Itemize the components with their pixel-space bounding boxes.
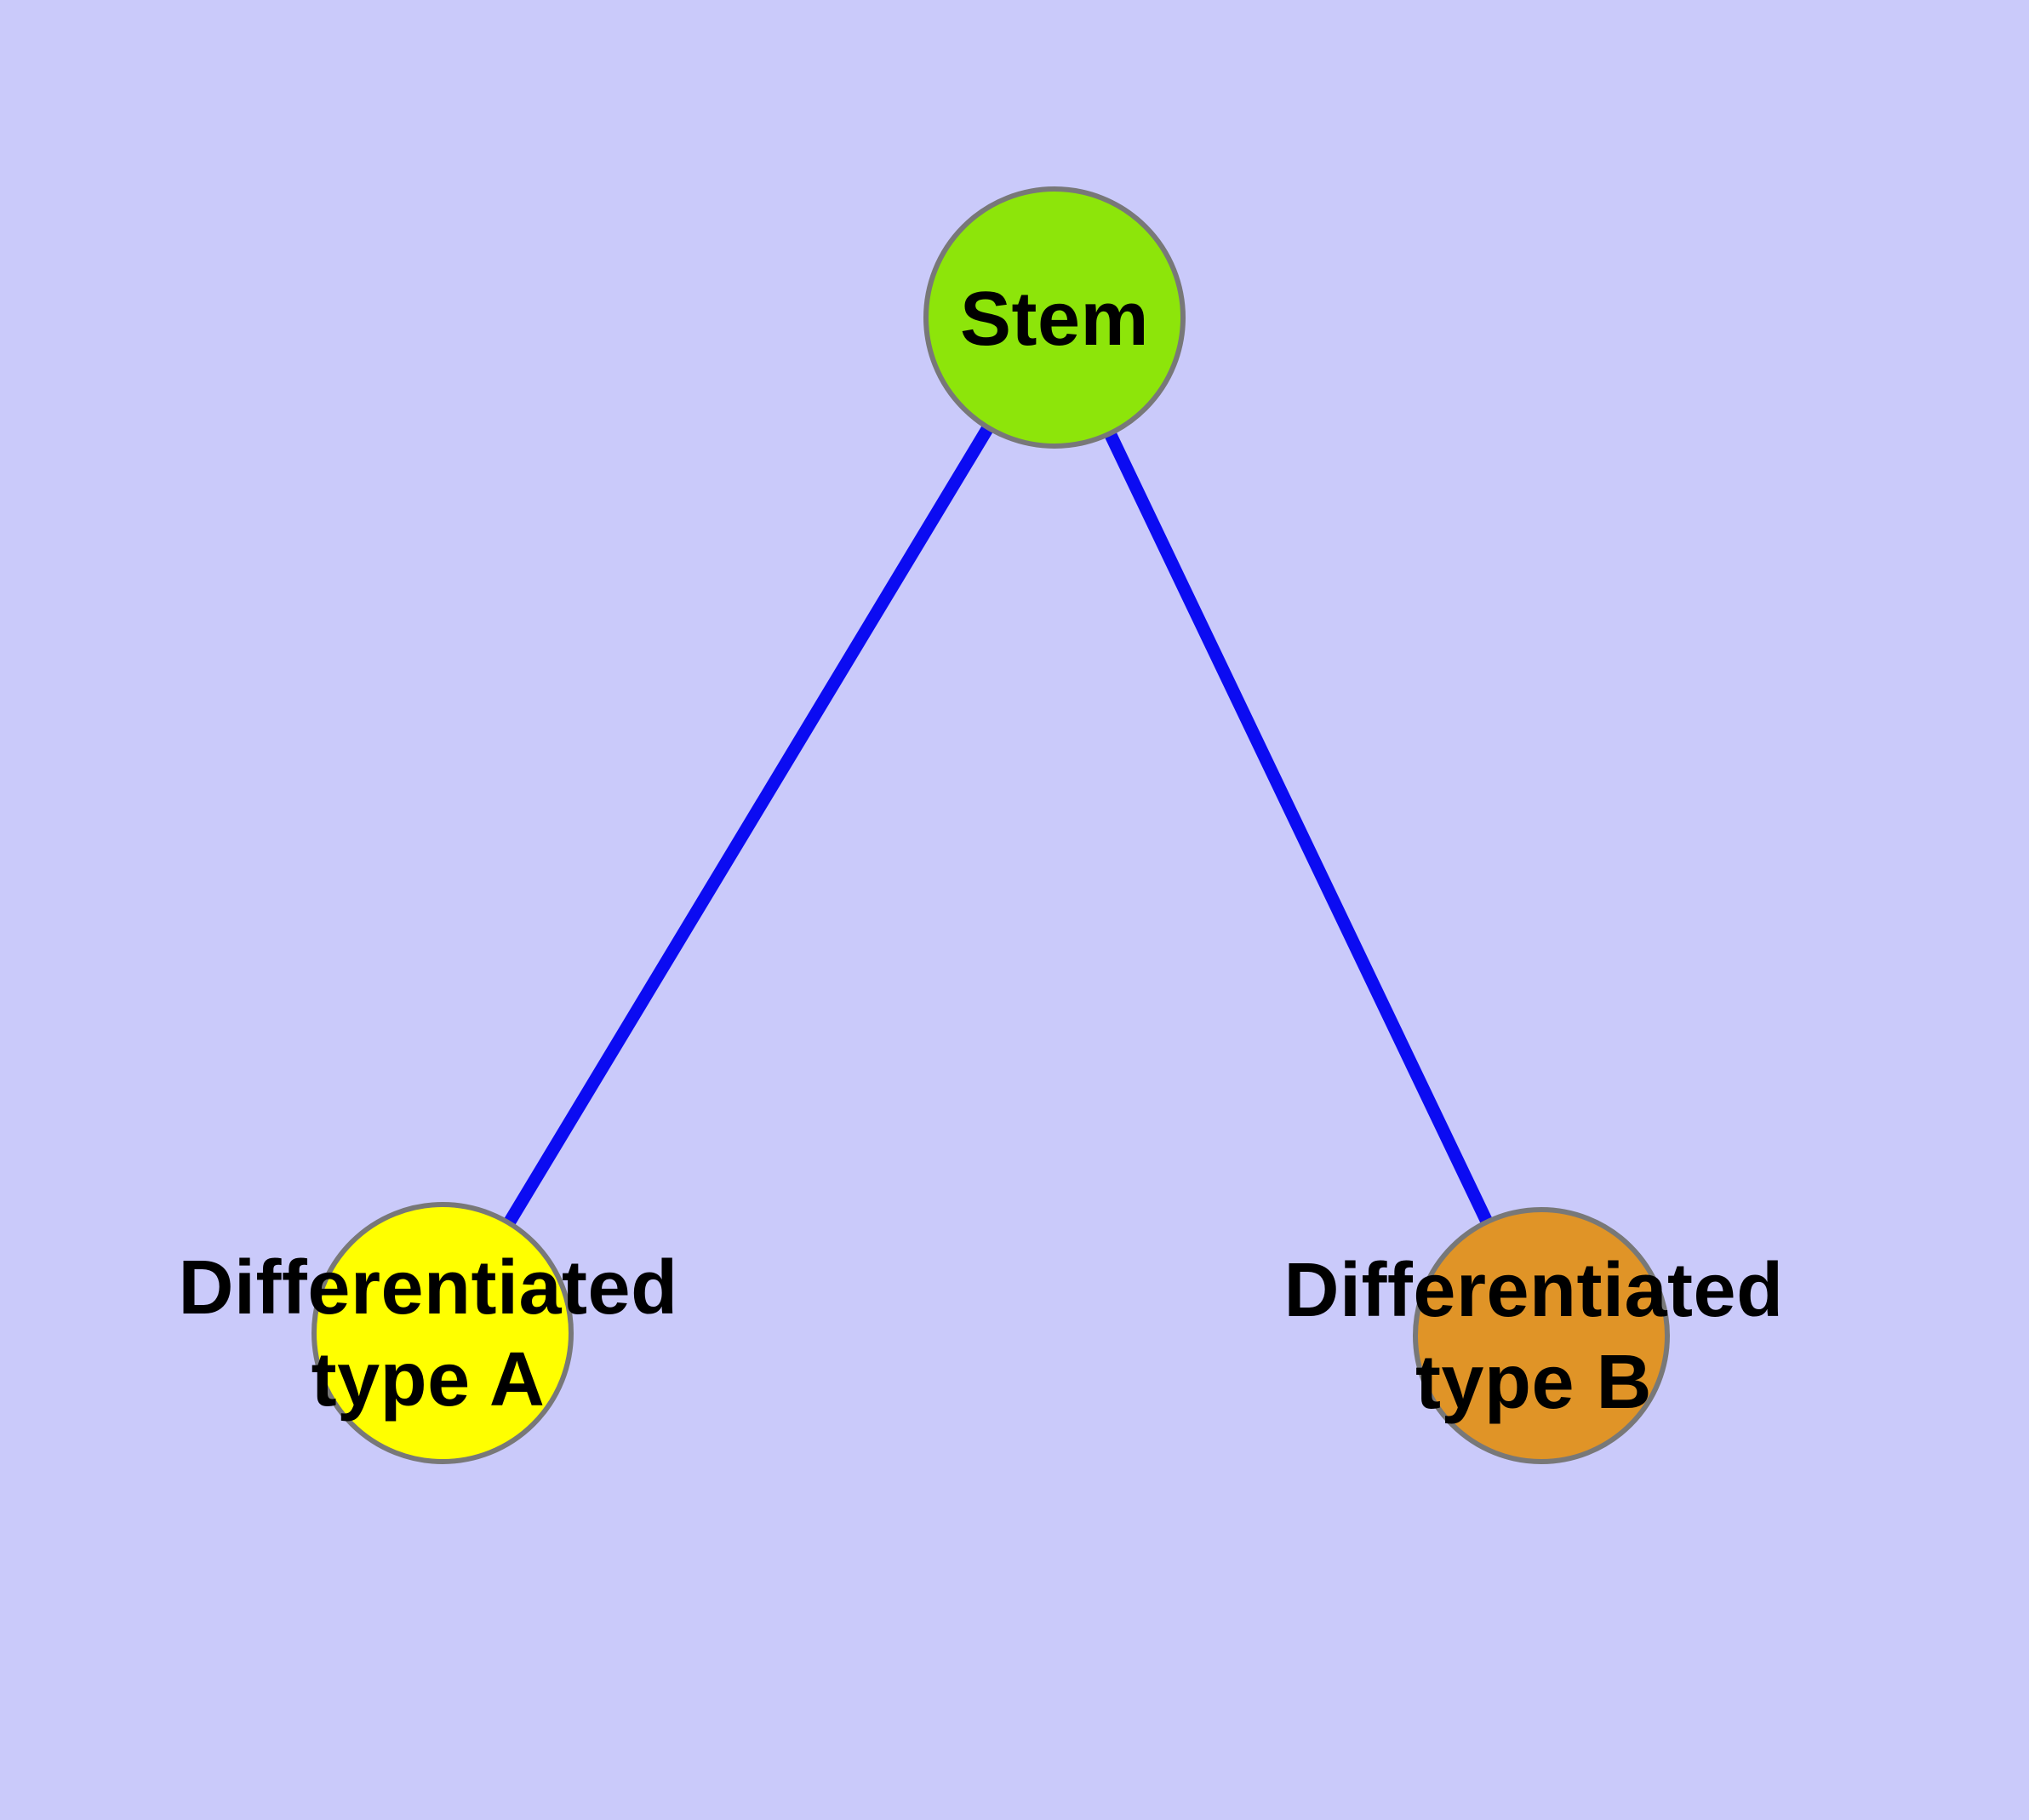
node-type-a-label-line2: type A <box>311 1337 546 1422</box>
node-type-a-label-line1: Differentiated <box>178 1245 678 1331</box>
node-stem-circle <box>923 186 1186 449</box>
node-type-b-label-line1: Differentiated <box>1283 1248 1784 1333</box>
node-type-a-circle <box>311 1202 574 1464</box>
edge-stem-to-type-a <box>437 314 1060 1336</box>
node-type-b-label-line2: type B <box>1415 1340 1653 1425</box>
node-stem-label-text: Stem <box>959 277 1150 362</box>
node-type-b-label: Differentiated type B <box>1283 1245 1783 1428</box>
node-type-a-label: Differentiated type A <box>178 1242 677 1426</box>
edge-stem-to-type-b <box>1049 314 1547 1339</box>
node-stem-label: Stem <box>960 273 1149 365</box>
node-type-b-circle <box>1413 1207 1670 1464</box>
